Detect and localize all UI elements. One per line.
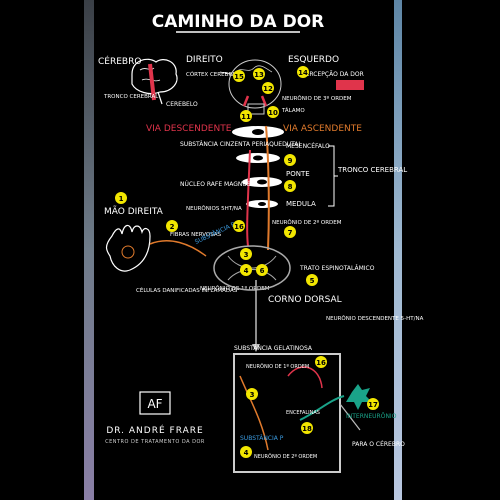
left-edge-strip [84,0,94,500]
badge-16: 16 [234,223,244,231]
badge-3-detail: 3 [250,391,255,399]
label-corno-dorsal: CORNO DORSAL [268,295,342,305]
label-mao-direita: MÃO DIREITA [104,206,164,217]
label-celulas: CÉLULAS DANIFICADAS INFLAMADAS [136,286,238,294]
logo-frame [139,391,171,415]
right-edge-strip [394,0,402,500]
label-ponte: PONTE [286,170,310,178]
badge-10: 10 [268,109,278,117]
label-neuronios-5ht: NEURÔNIOS 5HT/NA [186,205,242,212]
badge-1: 1 [119,195,124,203]
label-nucleo-rafe: NÚCLEO RAFE MAGNUS [180,181,251,188]
label-para-cerebro: PARA O CÉREBRO [352,440,405,448]
badge-9: 9 [288,157,293,165]
label-encefalinas: ENCEFALINAS [286,410,320,416]
label-substancia-cinzenta: SUBSTÂNCIA CINZENTA PERIAQUEDUTAL [180,141,302,148]
badge-3: 3 [244,251,249,259]
badge-18: 18 [302,425,312,433]
label-mesencefalo: MESENCÉFALO [286,142,330,150]
badge-15: 15 [234,73,244,81]
badge-11: 11 [241,113,251,121]
badge-5: 5 [310,277,315,285]
label-trato: TRATO ESPINOTALÂMICO [299,265,375,272]
badge-6: 6 [260,267,265,275]
label-neuronio-descendente: NEURÔNIO DESCENDENTE 5-HT/NA [326,315,424,322]
diagram-title: CAMINHO DA DOR [152,12,325,32]
pathway-orange [239,375,269,451]
label-tronco-cerebral-2: TRONCO CEREBRAL [337,166,407,174]
label-fibras-nervosas: FIBRAS NERVOSAS [170,232,222,238]
label-neuronio1b: NEURÔNIO DE 1º ORDEM [246,363,309,370]
badge-2: 2 [170,223,175,231]
label-substancia-gelatinosa: SUBSTÂNCIA GELATINOSA [234,345,313,352]
label-neuronio1: NEURÔNIO DE 1º ORDEM [200,285,270,292]
badge-12: 12 [263,85,273,93]
spinal-cord-section [213,245,291,352]
cortex-pointer [219,71,233,75]
badge-17: 17 [368,401,378,409]
label-esquerdo: ESQUERDO [288,55,339,65]
label-tronco-cerebral: TRONCO CEREBRAL [103,94,159,100]
logo-tagline: CENTRO DE TRATAMENTO DA DOR [105,439,205,445]
pathway-teal [299,395,345,421]
badge-14: 14 [298,69,308,77]
pathway-red [287,366,323,389]
output-arrow [339,403,361,431]
label-cortex: CÓRTEX CEREBRAL [186,71,240,78]
label-direito: DIREITO [186,55,223,65]
badge-7: 7 [288,229,293,237]
brain-section [228,59,282,115]
logo-mark: AF [147,397,162,411]
logo-name: DR. ANDRÉ FRARE [106,424,203,436]
number-badges: 15 13 14 12 11 10 9 8 7 1 2 16 3 4 6 5 1… [115,66,379,458]
label-cerebelo: CEREBELO [166,101,198,108]
detail-box [233,353,341,473]
label-talamo: TÁLAMO [281,107,305,114]
badge-13: 13 [254,71,264,79]
label-neuronio2b: NEURÔNIO DE 2º ORDEM [254,453,317,460]
label-substancia-p2: SUBSTÂNCIA P [240,435,284,442]
label-via-ascendente: VIA ASCENDENTE [283,124,362,134]
label-cerebro: CÉREBRO [98,55,141,67]
label-medula: MEDULA [286,200,316,208]
badge-4: 4 [244,267,249,275]
percepcao-highlight [336,80,364,90]
hand-sketch [105,224,207,272]
badge-4-detail: 4 [244,449,249,457]
brain-sketch [131,58,178,105]
badge-8: 8 [288,183,293,191]
interneuron-star [346,384,372,410]
label-percepcao: PERCEPÇÃO DA DOR [302,71,364,78]
label-via-descendente: VIA DESCENDENTE [146,124,232,134]
label-neuronio2: NEURÔNIO DE 2º ORDEM [272,219,342,226]
tronco-brace [328,145,338,207]
badge-16-detail: 16 [316,359,326,367]
label-interneuronio: INTERNEURÔNIO [346,413,397,420]
brainstem-discs [232,125,284,251]
label-neuronio3: NEURÔNIO DE 3º ORDEM [282,95,352,102]
logo: AF DR. ANDRÉ FRARE CENTRO DE TRATAMENTO … [105,391,205,445]
